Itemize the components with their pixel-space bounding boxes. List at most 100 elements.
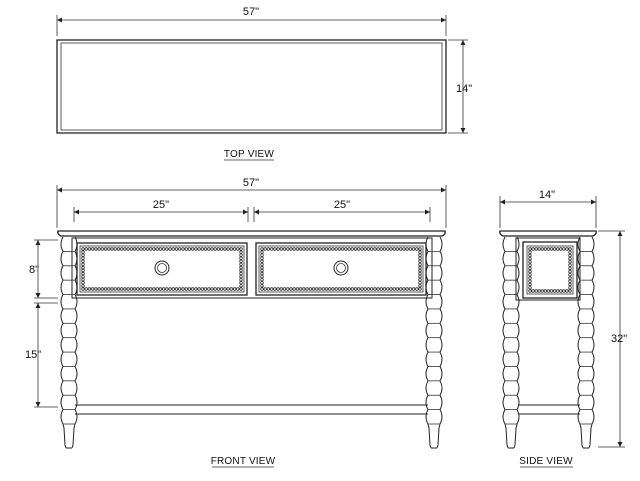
bead <box>292 247 296 251</box>
bead <box>260 253 264 257</box>
bead <box>308 247 313 251</box>
bead <box>289 247 293 251</box>
bead <box>568 260 572 264</box>
bead <box>282 287 287 291</box>
bead <box>152 247 156 251</box>
front-view: 57" 25" 25" <box>25 177 447 468</box>
bead <box>177 287 182 291</box>
bead <box>369 247 374 251</box>
bead <box>232 287 237 291</box>
bead <box>165 247 169 251</box>
drawer-left-bead-trim <box>81 247 243 291</box>
bead <box>347 247 351 251</box>
bead <box>210 247 214 251</box>
bead <box>565 289 569 293</box>
bead <box>216 287 221 291</box>
bead <box>84 247 88 251</box>
bead <box>273 247 277 251</box>
bead <box>81 259 85 263</box>
bead <box>418 281 422 285</box>
bead <box>132 247 137 251</box>
bead <box>568 286 572 290</box>
bead <box>260 247 264 251</box>
bead <box>531 247 535 251</box>
bead <box>318 287 322 291</box>
bead <box>266 247 271 251</box>
bead <box>318 247 322 251</box>
bead <box>395 287 400 291</box>
bead <box>263 247 267 251</box>
bead <box>305 287 309 291</box>
bead <box>276 247 280 251</box>
bead <box>418 287 422 291</box>
drawer-right-knob[interactable] <box>333 260 349 276</box>
bead <box>113 287 117 291</box>
bead <box>408 247 412 251</box>
leg-profile <box>436 236 443 449</box>
bead <box>270 247 274 251</box>
bead <box>399 247 403 251</box>
bead <box>344 247 348 251</box>
bead <box>90 287 95 291</box>
bead <box>81 281 85 285</box>
bead <box>107 287 111 291</box>
bead <box>158 287 163 291</box>
bead <box>334 247 338 251</box>
bead <box>389 287 393 291</box>
bead <box>260 256 264 260</box>
bead <box>552 247 557 251</box>
bead <box>184 287 188 291</box>
bead <box>528 263 532 267</box>
bead <box>315 287 319 291</box>
bead <box>97 247 101 251</box>
bead <box>229 247 233 251</box>
bead <box>347 287 351 291</box>
bead <box>565 247 569 251</box>
bead <box>308 287 313 291</box>
bead <box>386 247 390 251</box>
bead <box>376 247 380 251</box>
bead <box>239 247 243 251</box>
bead <box>528 282 532 287</box>
bead <box>239 265 243 270</box>
bead <box>142 287 146 291</box>
bead <box>379 287 383 291</box>
bead <box>236 287 240 291</box>
bead <box>389 247 393 251</box>
drawer-right[interactable] <box>255 242 427 296</box>
bead <box>81 253 85 257</box>
bead <box>219 287 224 291</box>
bead <box>543 289 548 293</box>
bead <box>152 287 156 291</box>
bead <box>87 247 92 251</box>
bead <box>200 287 204 291</box>
bead <box>216 247 221 251</box>
bead <box>392 287 396 291</box>
bead <box>110 247 114 251</box>
drawer-left[interactable] <box>76 242 248 296</box>
bead <box>379 247 383 251</box>
bead <box>418 253 422 257</box>
bead <box>223 247 227 251</box>
bead <box>552 289 557 293</box>
bead <box>279 287 283 291</box>
bead <box>229 287 233 291</box>
bead <box>568 266 572 271</box>
bead <box>528 266 532 271</box>
bead <box>376 287 380 291</box>
bead <box>363 247 367 251</box>
bead <box>260 278 264 282</box>
bead <box>568 257 572 261</box>
bead <box>266 287 271 291</box>
bead <box>402 287 406 291</box>
bead <box>239 284 243 288</box>
bead <box>142 247 146 251</box>
bead <box>174 247 179 251</box>
leg-profile <box>577 236 584 449</box>
bead <box>302 287 306 291</box>
drawer-left-knob[interactable] <box>154 260 170 276</box>
bead <box>415 287 419 291</box>
bead <box>289 287 293 291</box>
bead <box>126 247 130 251</box>
